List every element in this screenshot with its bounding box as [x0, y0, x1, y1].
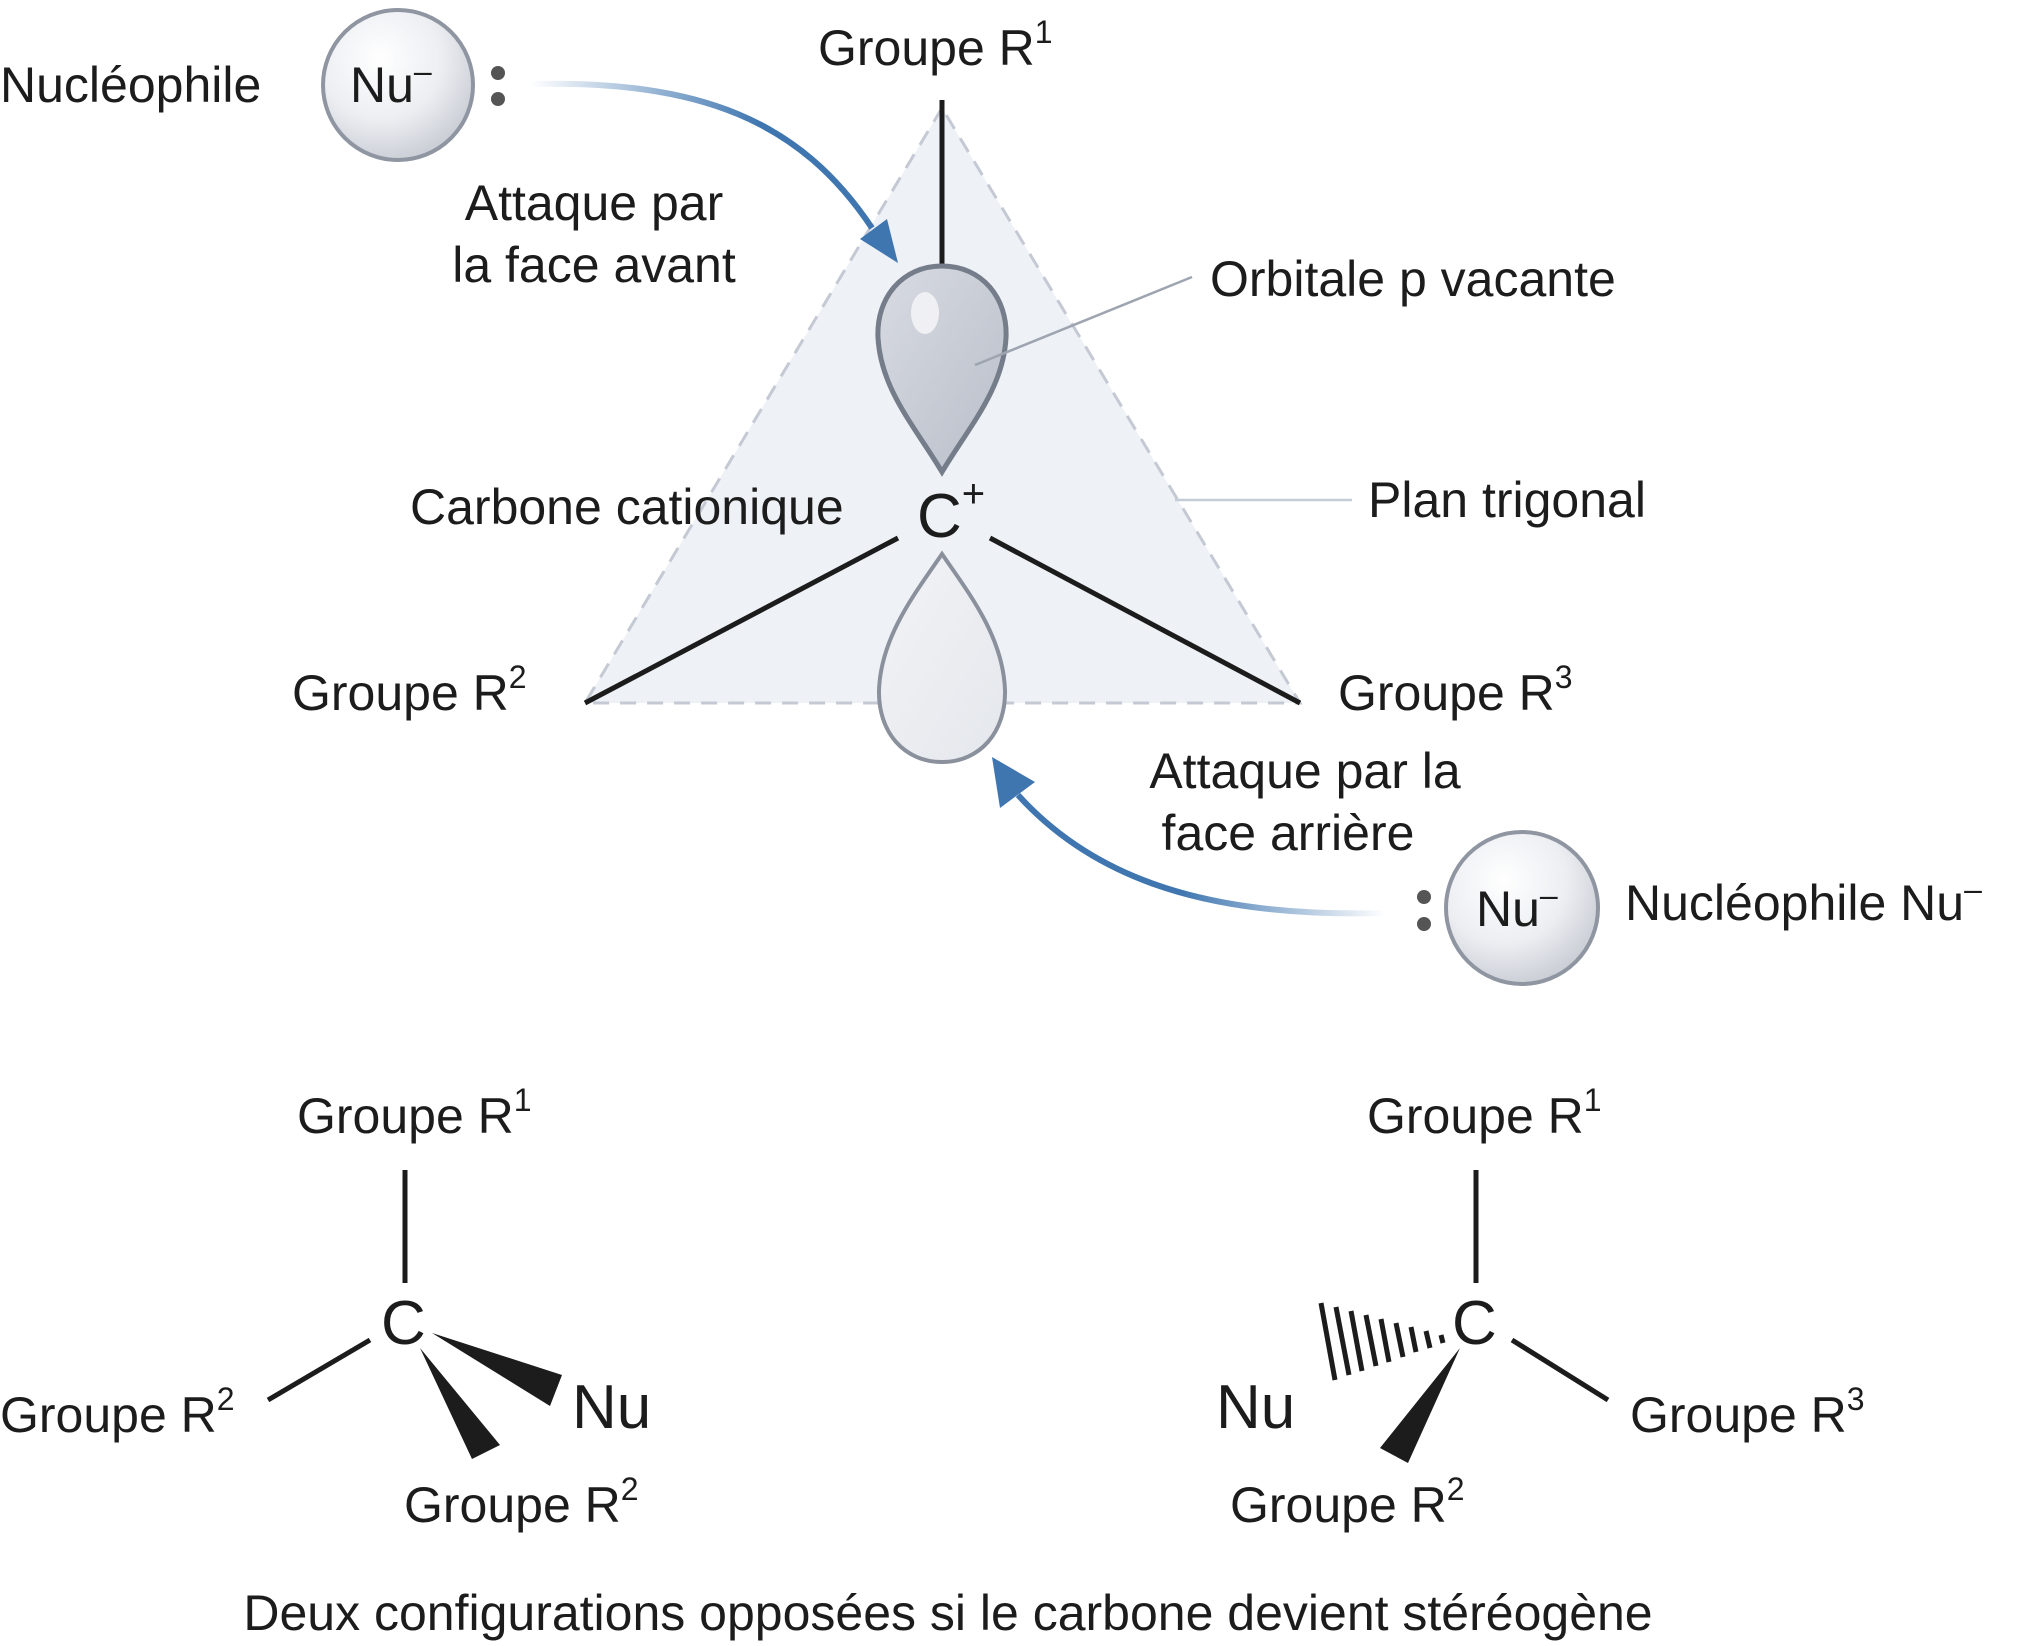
group-r2-label: Groupe R2: [292, 659, 527, 721]
nucleophile-ball-front: [321, 8, 475, 162]
bond-br-r3: [1510, 1337, 1610, 1403]
attack-front-line1: Attaque par: [465, 175, 724, 231]
caption: Deux configurations opposées si le carbo…: [243, 1585, 1652, 1641]
nu-br: Nu: [1216, 1373, 1295, 1442]
group-br-r1: Groupe R1: [1367, 1082, 1602, 1144]
attack-front-line2: la face avant: [452, 237, 736, 293]
lone-pair-dot: [1417, 917, 1431, 931]
front-arrow-head: [860, 219, 898, 263]
nucleophile-ball-back: [1444, 830, 1600, 986]
group-bl-r2-bottom: Groupe R2: [404, 1471, 639, 1533]
wedge-br-r2: [1380, 1348, 1460, 1463]
carbon-br: C: [1452, 1289, 1497, 1358]
group-bl-r2-left: Groupe R2: [0, 1381, 235, 1443]
wedge-bl-nu: [432, 1333, 562, 1406]
lone-pair-dot: [491, 66, 505, 80]
carbon-bl: C: [381, 1289, 426, 1358]
orbital-leader: [974, 275, 1193, 367]
lone-pair-dot: [1417, 890, 1431, 904]
front-attack-arrow: [529, 80, 875, 230]
attack-back-line1: Attaque par la: [1149, 743, 1461, 799]
cation-symbol: C+: [917, 472, 985, 551]
nu-bl: Nu: [572, 1373, 651, 1442]
bond-r3: [988, 535, 1302, 706]
group-br-r2: Groupe R2: [1230, 1471, 1465, 1533]
nu-symbol-back: Nu–: [1476, 877, 1558, 937]
hash-bond-br-nu: [1318, 1302, 1446, 1381]
bond-r2: [583, 535, 900, 706]
lone-pair-dot: [491, 92, 505, 106]
nucleophile-front-label: Nucléophile: [0, 57, 261, 113]
orbital-lobe-top: [875, 263, 1009, 477]
bond-bl-r2: [266, 1337, 372, 1403]
group-br-r3: Groupe R3: [1630, 1381, 1865, 1443]
plane-label: Plan trigonal: [1368, 472, 1646, 528]
orbital-label: Orbitale p vacante: [1210, 251, 1616, 307]
cation-label: Carbone cationique: [410, 479, 844, 535]
attack-back-line2: face arrière: [1162, 805, 1415, 861]
group-r1-label: Groupe R1: [818, 14, 1053, 76]
group-r3-label: Groupe R3: [1338, 659, 1573, 721]
wedge-bl-r2: [420, 1348, 500, 1459]
back-arrow-head: [992, 757, 1035, 808]
group-bl-r1: Groupe R1: [297, 1082, 532, 1144]
nu-symbol-front: Nu–: [350, 53, 432, 113]
orbital-highlight: [911, 292, 939, 334]
nucleophile-back-label: Nucléophile Nu–: [1625, 871, 1982, 931]
orbital-lobe-bottom: [876, 550, 1008, 765]
back-attack-arrow: [1015, 792, 1386, 917]
